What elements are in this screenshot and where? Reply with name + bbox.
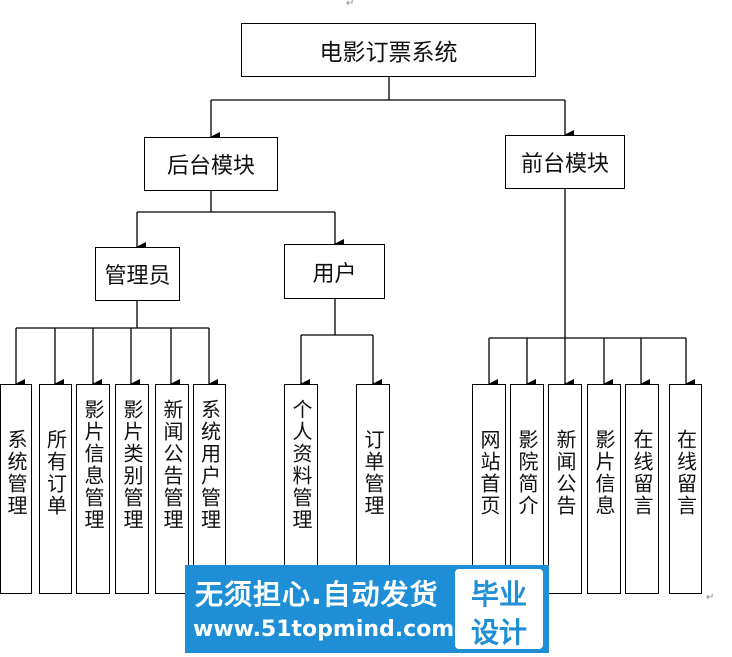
frontend-leaf: 在线留言 — [625, 384, 659, 594]
admin-node: 管理员 — [95, 247, 180, 301]
root-label: 电影订票系统 — [319, 40, 458, 66]
watermark-slogan: 无须担心.自动发货 — [195, 578, 439, 611]
admin-leaf-label: 所有订单 — [43, 429, 68, 517]
frontend-leaf: 在线留言 — [669, 384, 702, 594]
root-node: 电影订票系统 — [241, 23, 536, 77]
user-leaf-label: 订单管理 — [361, 429, 385, 517]
badge-line-2: 设计 — [470, 616, 527, 649]
frontend-leaf-label: 在线留言 — [630, 429, 654, 517]
frontend-leaf-label: 影片信息 — [592, 429, 616, 517]
frontend-leaf-label: 在线留言 — [673, 429, 698, 517]
admin-leaf-label: 影片类别管理 — [120, 399, 144, 531]
paragraph-mark: ↵ — [346, 0, 355, 9]
frontend-label: 前台模块 — [520, 152, 609, 177]
admin-leaf: 所有订单 — [39, 384, 72, 594]
paragraph-mark: ↵ — [706, 592, 715, 603]
watermark-banner: 无须担心.自动发货 www.51topmind.com 毕业 设计 — [185, 565, 549, 653]
frontend-leaf: 影院简介 — [510, 384, 544, 594]
user-leaf-label: 个人资料管理 — [289, 399, 313, 531]
frontend-leaf-label: 影院简介 — [515, 429, 539, 517]
admin-leaf: 系统用户管理 — [193, 384, 226, 594]
user-node: 用户 — [284, 244, 385, 299]
admin-leaf: 影片信息管理 — [76, 384, 110, 594]
admin-leaf-label: 新闻公告管理 — [160, 399, 184, 531]
admin-leaf-label: 影片信息管理 — [81, 399, 105, 531]
watermark-badge: 毕业 设计 — [455, 569, 543, 649]
user-leaf: 个人资料管理 — [284, 384, 318, 594]
backend-module-node: 后台模块 — [144, 137, 278, 191]
user-label: 用户 — [312, 261, 357, 287]
admin-leaf: 影片类别管理 — [115, 384, 149, 594]
watermark-url: www.51topmind.com — [193, 617, 455, 642]
backend-label: 后台模块 — [166, 154, 255, 179]
frontend-leaf: 网站首页 — [472, 384, 506, 594]
frontend-leaf: 新闻公告 — [548, 384, 582, 594]
admin-label: 管理员 — [104, 264, 171, 289]
frontend-leaf: 影片信息 — [587, 384, 621, 594]
frontend-leaf-label: 新闻公告 — [553, 429, 577, 517]
user-leaf: 订单管理 — [356, 384, 390, 594]
admin-leaf: 新闻公告管理 — [155, 384, 189, 594]
admin-leaf-label: 系统管理 — [4, 429, 28, 517]
admin-leaf: 系统管理 — [0, 384, 32, 594]
admin-leaf-label: 系统用户管理 — [197, 399, 222, 531]
badge-line-1: 毕业 — [470, 578, 527, 611]
frontend-leaf-label: 网站首页 — [477, 429, 501, 517]
frontend-module-node: 前台模块 — [505, 135, 625, 189]
